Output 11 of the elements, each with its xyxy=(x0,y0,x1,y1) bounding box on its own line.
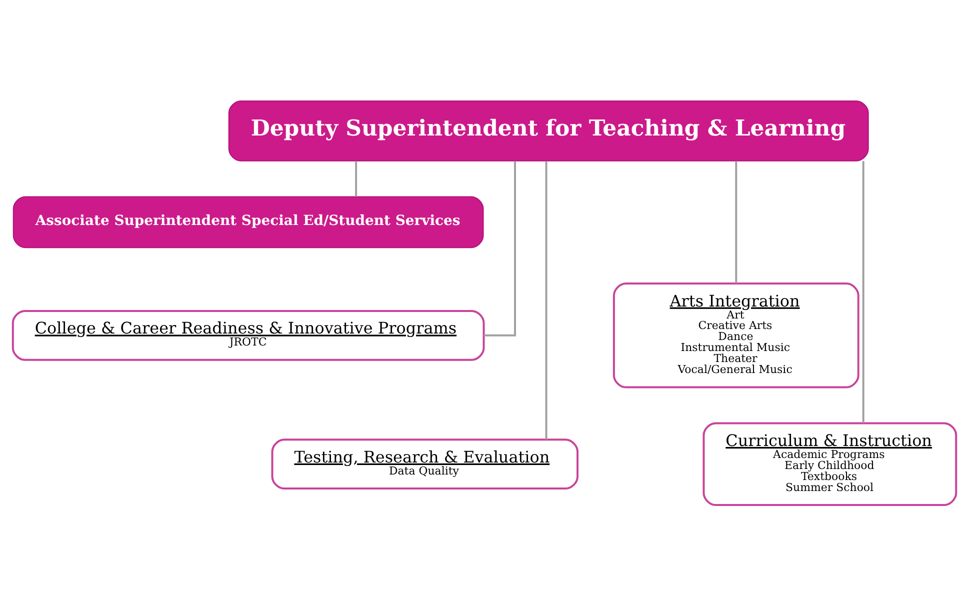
node-box: Associate Superintendent Special Ed/Student Services xyxy=(12,196,484,248)
node-box: Arts Integration Art Creative Arts Dance Instrumental Music Theater Vocal/General Music xyxy=(612,282,860,388)
connector xyxy=(484,160,516,336)
connector xyxy=(735,160,738,283)
node-box: Testing, Research & Evaluation Data Quality xyxy=(271,438,579,490)
connector xyxy=(355,160,358,196)
connector xyxy=(545,160,548,439)
node-box: Deputy Superintendent for Teaching & Learning xyxy=(228,100,869,161)
node-box: College & Career Readiness & Innovative Programs JROTC xyxy=(12,309,485,360)
connector xyxy=(862,160,864,422)
node-box: Curriculum & Instruction Academic Programs Early Childhood Textbooks Summer School xyxy=(702,422,958,506)
